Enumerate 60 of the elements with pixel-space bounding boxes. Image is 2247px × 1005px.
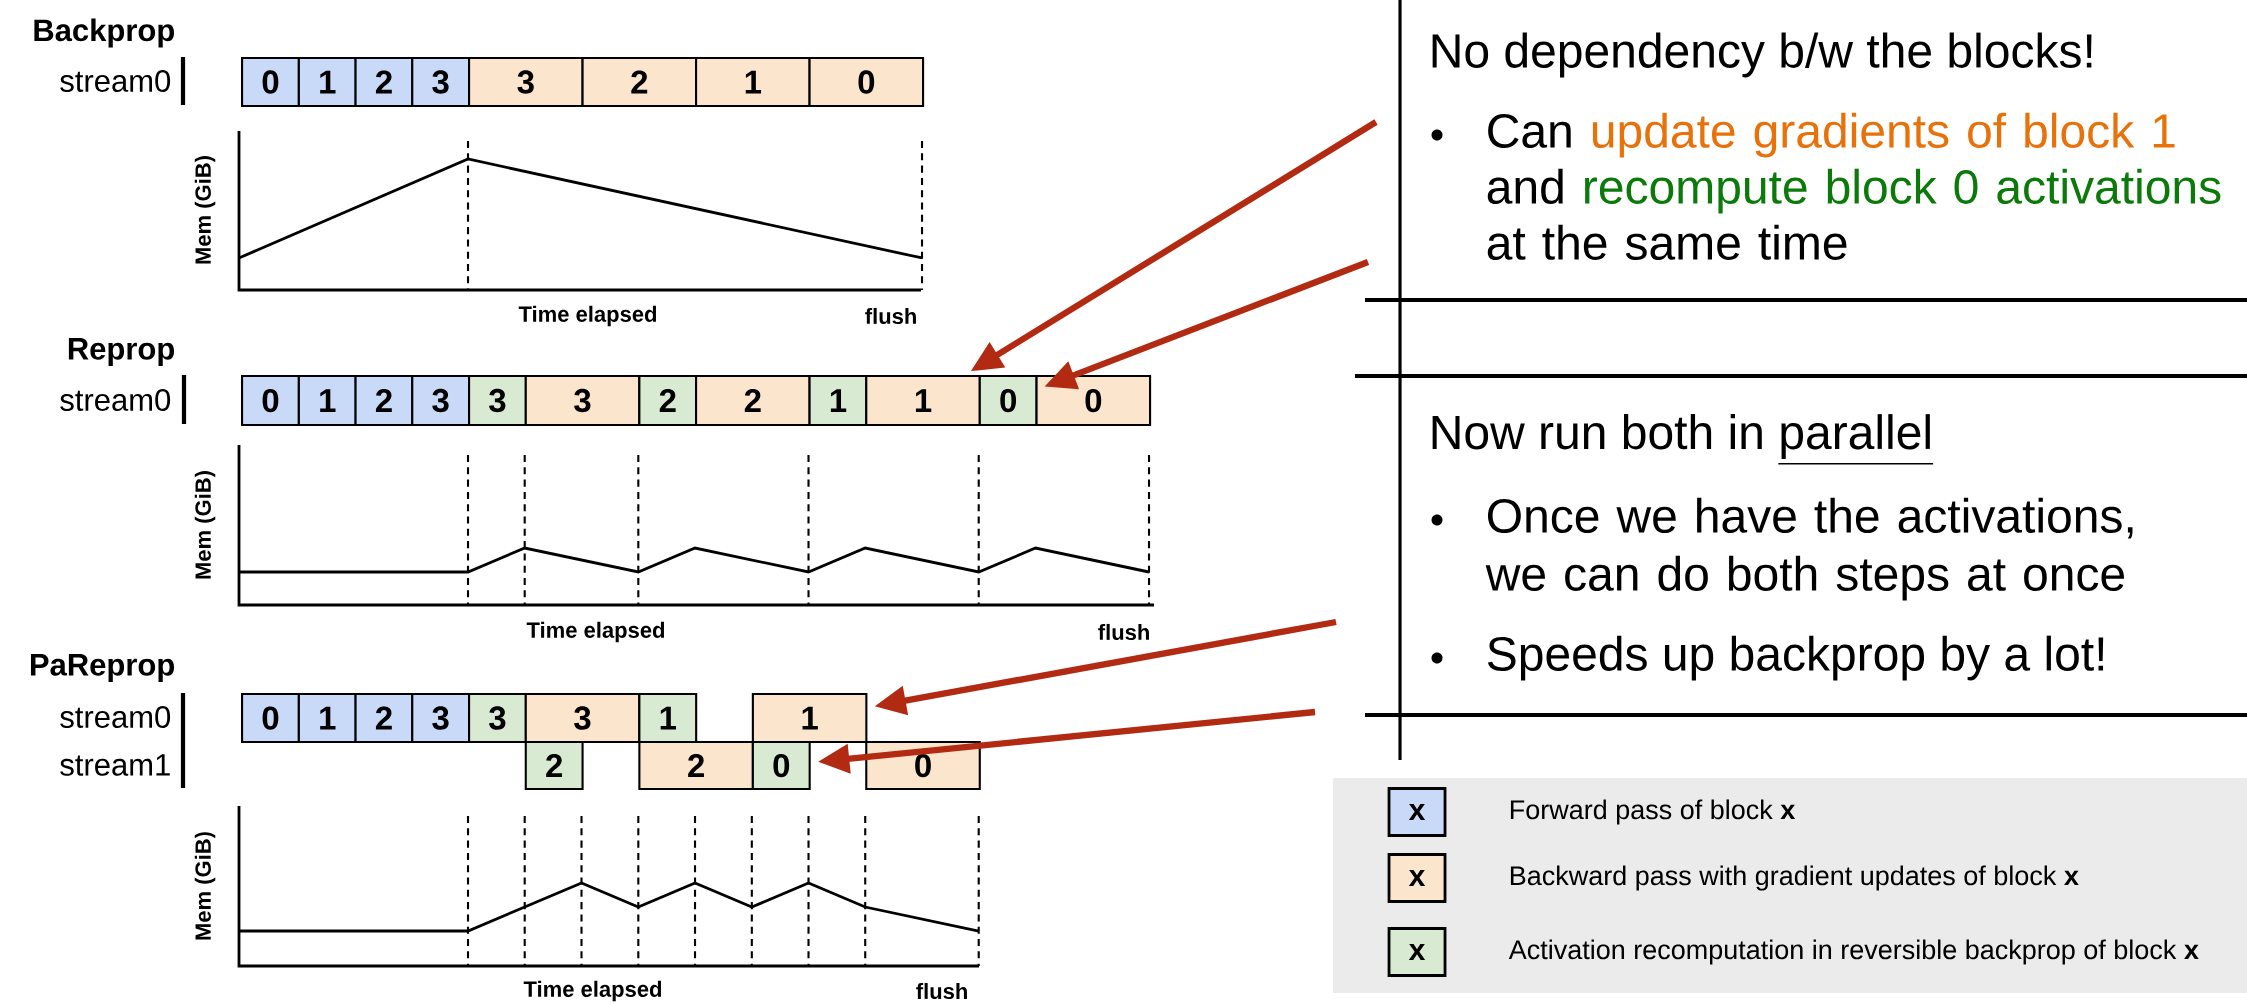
time-block: 1 <box>865 375 981 427</box>
time-block: 3 <box>468 375 527 427</box>
time-block: 2 <box>638 741 754 791</box>
time-block: 0 <box>808 57 925 108</box>
time-block: 0 <box>241 57 300 108</box>
bullet-text: Can update gradients of block 1 and recompute block 0 activations at the same time <box>1487 112 2221 260</box>
method-label: Backprop <box>34 18 174 48</box>
time-block: 1 <box>751 693 868 744</box>
legend-text: Forward pass of block x <box>1510 799 1796 825</box>
time-block: 3 <box>524 693 641 744</box>
label: recompute block 0 activations <box>1585 168 2221 214</box>
stream-label: stream0 <box>60 389 171 411</box>
time-block: 3 <box>468 693 527 744</box>
time-block: 1 <box>695 57 811 108</box>
time-block: 0 <box>241 693 300 744</box>
method-label: PaReprop <box>31 654 174 682</box>
time-block: 1 <box>297 693 357 744</box>
time-block: 3 <box>468 57 584 108</box>
label: Can <box>1488 113 1571 148</box>
time-block: 1 <box>638 693 698 744</box>
axis-label: flush <box>916 982 967 1000</box>
time-block: 3 <box>411 57 471 108</box>
axis-label: Time elapsed <box>518 305 656 327</box>
axis-label: Mem (GiB) <box>194 471 216 579</box>
stream-label: stream0 <box>60 70 171 92</box>
time-block: 2 <box>354 693 414 744</box>
stream-label: stream1 <box>60 754 170 776</box>
axis-label: Time elapsed <box>523 980 661 1002</box>
bullet-text: Speeds up backprop by a lot! <box>1487 635 2104 681</box>
time-block: 3 <box>411 693 471 744</box>
time-block: 3 <box>411 375 471 427</box>
stream-label: stream0 <box>60 706 171 728</box>
time-block: 0 <box>751 741 811 791</box>
heading-text: No dependency b/w the blocks! <box>1432 32 2092 78</box>
time-block: 0 <box>241 375 300 427</box>
axis-label: flush <box>865 307 916 325</box>
time-block: 3 <box>524 375 641 427</box>
method-label: Reprop <box>68 338 174 366</box>
axis-label: Mem (GiB) <box>194 832 216 940</box>
time-block: 1 <box>808 375 868 427</box>
time-block: 2 <box>354 57 414 108</box>
axis-label: flush <box>1098 623 1149 641</box>
label: and <box>1487 168 1563 204</box>
legend-text: Backward pass with gradient updates of block x <box>1510 865 2079 891</box>
time-block: 0 <box>1035 375 1152 427</box>
time-block: 2 <box>695 375 811 427</box>
axis-label: Time elapsed <box>526 621 664 643</box>
time-block: 2 <box>354 375 414 427</box>
bullet-text: Once we have the activations, we can do both steps at once <box>1485 497 2133 601</box>
time-block: 2 <box>581 57 698 108</box>
label: update gradients of block 1 <box>1592 112 2175 158</box>
legend-text: Activation recomputation in reversible backprop of block x <box>1508 939 2199 965</box>
time-block: 1 <box>297 375 357 427</box>
label: at the same time <box>1487 224 1847 260</box>
time-block: 1 <box>297 57 357 108</box>
axis-label: Mem (GiB) <box>194 156 216 264</box>
heading-text: Now run both in parallel <box>1432 414 1934 465</box>
time-block: 2 <box>524 741 584 791</box>
time-block: 2 <box>638 375 698 427</box>
time-block: 0 <box>978 375 1038 427</box>
